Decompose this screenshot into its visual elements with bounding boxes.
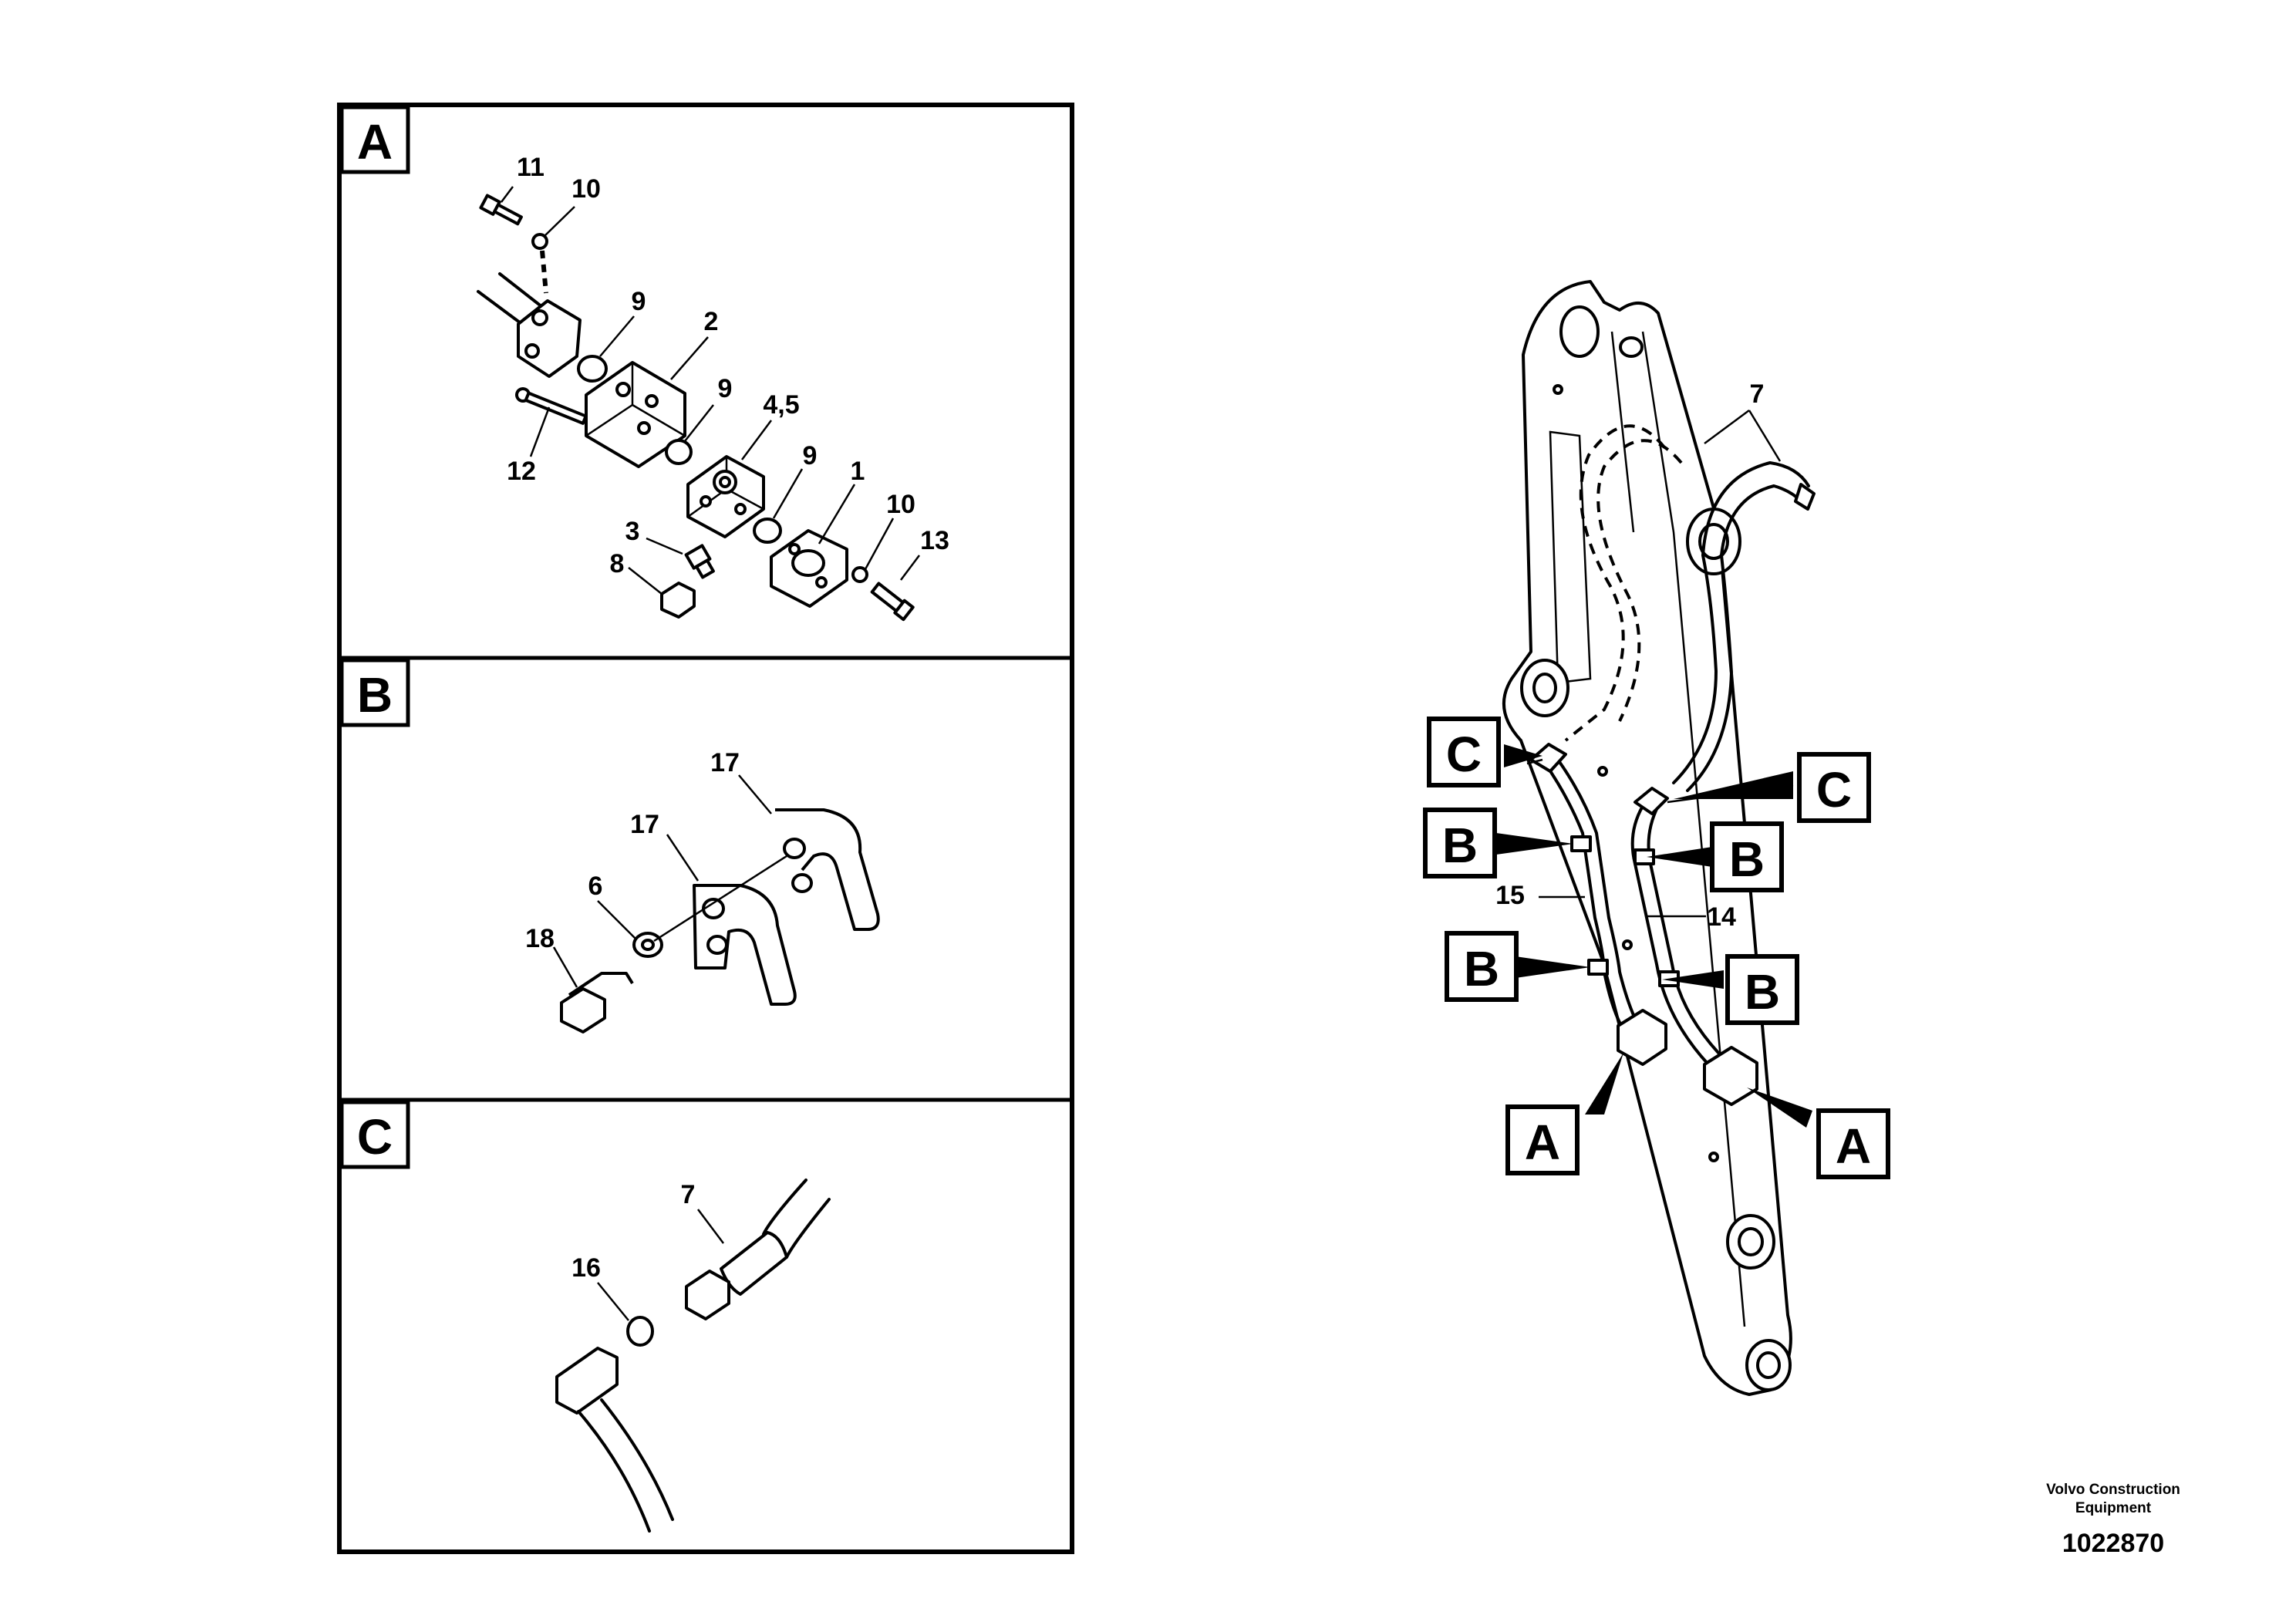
svg-text:18: 18 <box>525 924 555 953</box>
svg-text:B: B <box>1729 831 1765 887</box>
overview-tag-b-upper-right: B <box>1710 821 1784 892</box>
svg-text:12: 12 <box>507 457 536 486</box>
svg-text:9: 9 <box>803 441 818 470</box>
svg-text:A: A <box>1836 1118 1871 1174</box>
svg-text:11: 11 <box>517 153 544 182</box>
svg-text:9: 9 <box>718 374 733 403</box>
panel-c-drawing <box>555 1179 831 1533</box>
svg-text:15: 15 <box>1495 881 1525 910</box>
panel-a-tag: A <box>339 105 410 174</box>
svg-text:B: B <box>1464 941 1499 996</box>
panel-b-tag: B <box>339 658 410 727</box>
svg-text:8: 8 <box>610 549 625 578</box>
svg-text:10: 10 <box>571 174 601 204</box>
svg-text:16: 16 <box>571 1253 601 1283</box>
panel-a-callouts: 11 10 9 2 9 4,5 9 1 10 13 12 3 8 <box>507 153 949 578</box>
panel-b-callouts: 17 17 6 18 <box>525 748 740 953</box>
svg-text:1: 1 <box>851 457 865 486</box>
svg-text:2: 2 <box>704 307 719 336</box>
svg-text:6: 6 <box>588 872 603 901</box>
overview-tag-b-upper-left: B <box>1423 808 1497 878</box>
svg-text:9: 9 <box>632 287 646 316</box>
svg-text:10: 10 <box>886 490 915 519</box>
svg-text:C: C <box>1446 727 1482 782</box>
document-number: 1022870 <box>2062 1529 2165 1558</box>
panel-c-tag: C <box>339 1100 410 1169</box>
svg-text:B: B <box>357 667 393 723</box>
svg-text:3: 3 <box>625 517 640 546</box>
svg-text:17: 17 <box>630 810 659 839</box>
overview-tag-c-left: C <box>1427 717 1501 787</box>
overview-tag-a-right: A <box>1816 1108 1890 1179</box>
svg-text:4,5: 4,5 <box>763 390 799 420</box>
overview-callouts: 7 15 14 <box>1495 379 1764 932</box>
svg-text:7: 7 <box>681 1180 696 1209</box>
svg-text:A: A <box>1525 1114 1560 1170</box>
overview-tag-b-lower-left: B <box>1445 931 1519 1002</box>
panel-c-callouts: 7 16 <box>571 1180 695 1283</box>
manufacturer-label: Volvo Construction Equipment <box>2005 1481 2221 1518</box>
manufacturer-line-2: Equipment <box>2075 1500 2152 1516</box>
panel-a-drawing <box>477 186 920 622</box>
svg-text:C: C <box>357 1109 393 1165</box>
svg-text:A: A <box>357 114 393 170</box>
svg-text:C: C <box>1816 762 1852 818</box>
boom-overview <box>1502 280 1816 1396</box>
svg-text:B: B <box>1442 818 1478 873</box>
manufacturer-line-1: Volvo Construction <box>2046 1482 2180 1498</box>
panel-b-drawing <box>552 774 880 1034</box>
overview-tag-c-right: C <box>1797 752 1871 823</box>
overview-tag-a-left: A <box>1505 1104 1580 1175</box>
svg-text:13: 13 <box>920 526 949 555</box>
overview-leaders <box>1496 409 1812 1128</box>
svg-text:14: 14 <box>1707 902 1736 932</box>
overview-tag-b-lower-right: B <box>1725 954 1799 1025</box>
svg-text:B: B <box>1745 964 1780 1020</box>
svg-text:17: 17 <box>710 748 740 777</box>
svg-text:7: 7 <box>1750 379 1765 409</box>
